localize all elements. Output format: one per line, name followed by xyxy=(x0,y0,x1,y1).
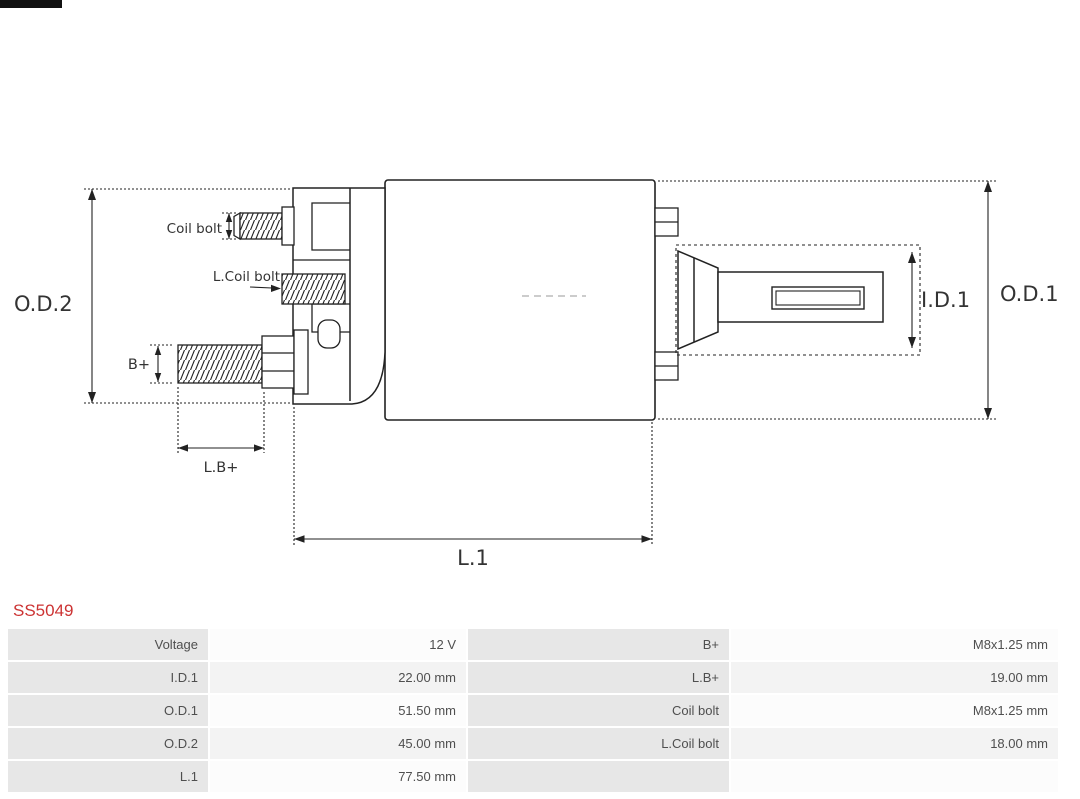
spec-value: 19.00 mm xyxy=(731,662,1058,695)
table-row: Voltage 12 V B+ M8x1.25 mm xyxy=(8,629,1058,662)
spec-label: O.D.2 xyxy=(8,728,210,761)
solenoid-body xyxy=(384,179,656,421)
spec-value: 22.00 mm xyxy=(210,662,468,695)
label-b-plus: B+ xyxy=(128,357,150,373)
label-l-coil-bolt: L.Coil bolt xyxy=(213,269,280,285)
b-plus-terminal xyxy=(177,329,309,395)
spec-value: M8x1.25 mm xyxy=(731,629,1058,662)
spec-value xyxy=(731,761,1058,794)
spec-label: L.1 xyxy=(8,761,210,794)
spec-label: B+ xyxy=(468,629,731,662)
spec-value: 18.00 mm xyxy=(731,728,1058,761)
dimension-lines xyxy=(84,180,996,545)
part-number: SS5049 xyxy=(13,601,74,620)
spec-value: 51.50 mm xyxy=(210,695,468,728)
table-row: I.D.1 22.00 mm L.B+ 19.00 mm xyxy=(8,662,1058,695)
spec-label: L.Coil bolt xyxy=(468,728,731,761)
spec-value: 77.50 mm xyxy=(210,761,468,794)
shaft-extent-box xyxy=(675,244,921,356)
label-l-b-plus: L.B+ xyxy=(204,460,239,476)
body-tabs xyxy=(654,207,679,381)
spec-table: Voltage 12 V B+ M8x1.25 mm I.D.1 22.00 m… xyxy=(8,629,1058,794)
table-row: O.D.1 51.50 mm Coil bolt M8x1.25 mm xyxy=(8,695,1058,728)
plunger-shaft xyxy=(677,249,884,351)
label-id1: I.D.1 xyxy=(921,288,970,312)
label-od2: O.D.2 xyxy=(14,292,73,316)
label-l1: L.1 xyxy=(457,546,489,570)
dimension-arrowheads xyxy=(88,181,992,543)
spec-label: Coil bolt xyxy=(468,695,731,728)
spec-value: 45.00 mm xyxy=(210,728,468,761)
solenoid-diagram: O.D.2 O.D.1 I.D.1 Coil bolt L.Coil bolt … xyxy=(0,0,1059,570)
coil-bolt-thread-section xyxy=(281,273,346,305)
logo-bar xyxy=(0,0,62,8)
table-row: O.D.2 45.00 mm L.Coil bolt 18.00 mm xyxy=(8,728,1058,761)
dimension-labels: O.D.2 O.D.1 I.D.1 Coil bolt L.Coil bolt … xyxy=(14,221,1059,570)
table-row: L.1 77.50 mm xyxy=(8,761,1058,794)
spec-value: M8x1.25 mm xyxy=(731,695,1058,728)
spec-label: O.D.1 xyxy=(8,695,210,728)
spec-label: I.D.1 xyxy=(8,662,210,695)
label-od1: O.D.1 xyxy=(1000,282,1059,306)
spec-value: 12 V xyxy=(210,629,468,662)
spec-label xyxy=(468,761,731,794)
spec-label: L.B+ xyxy=(468,662,731,695)
spec-label: Voltage xyxy=(8,629,210,662)
label-coil-bolt: Coil bolt xyxy=(167,221,222,237)
coil-bolt xyxy=(233,206,295,246)
